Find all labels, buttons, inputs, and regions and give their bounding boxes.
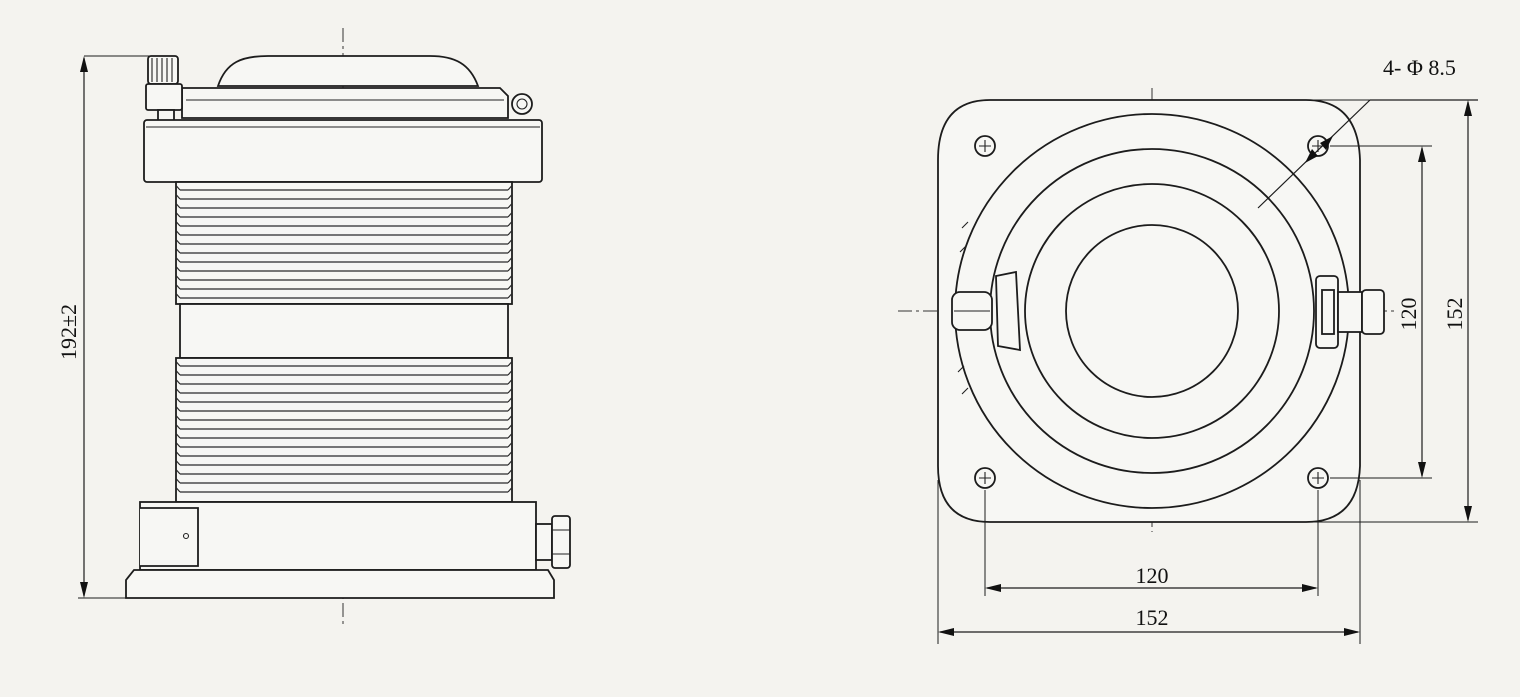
lens-rib-notch xyxy=(175,379,513,385)
dome-cap xyxy=(216,55,480,87)
dimension-overall-width: 152 xyxy=(937,480,1361,644)
lens-rib-notch xyxy=(175,266,513,272)
base-housing xyxy=(139,501,537,571)
hole-callout-label: 4- Φ 8.5 xyxy=(1383,55,1456,80)
upper-housing xyxy=(143,119,543,183)
lens-dome xyxy=(1065,224,1239,398)
dimension-overall-height-label: 152 xyxy=(1442,298,1467,331)
middle-band xyxy=(179,303,509,359)
dimension-overall-width-label: 152 xyxy=(1136,605,1169,630)
height-dimension-label: 192±2 xyxy=(56,304,81,360)
left-clamp xyxy=(951,221,1021,395)
lens-rib-notch xyxy=(175,284,513,290)
mounting-hole-top-left xyxy=(974,135,996,157)
lower-lens xyxy=(175,357,513,503)
dimension-hole-spacing-horizontal: 120 xyxy=(984,490,1319,596)
lens-rib-notch xyxy=(175,257,513,263)
lens-rib-notch xyxy=(175,487,513,493)
lens-rib-notch xyxy=(175,370,513,376)
mounting-hole-bottom-right xyxy=(1307,467,1329,489)
dimension-hole-spacing-vertical-label: 120 xyxy=(1396,298,1421,331)
height-dimension: 192±2 xyxy=(56,55,150,599)
junction-plate xyxy=(140,507,199,567)
mounting-hole-bottom-left xyxy=(974,467,996,489)
dimension-overall-height: 152 xyxy=(1306,99,1478,523)
inner-ring xyxy=(1024,183,1280,439)
lens-rib-notch xyxy=(175,185,513,191)
lens-rib-notch xyxy=(175,433,513,439)
lens-rib-notch xyxy=(175,212,513,218)
lens-rib-notch xyxy=(175,293,513,299)
lens-rib-notch xyxy=(175,248,513,254)
side-view: 192±2 xyxy=(56,28,571,628)
lens-rib-notch xyxy=(175,388,513,394)
lens-rib-notch xyxy=(175,469,513,475)
lens-rib-notch xyxy=(175,442,513,448)
dimension-hole-spacing-horizontal-label: 120 xyxy=(1136,563,1169,588)
lid-plate xyxy=(181,87,509,119)
lens-rib-notch xyxy=(175,194,513,200)
dimension-hole-spacing-vertical: 120 xyxy=(1330,145,1432,479)
right-connector xyxy=(1315,275,1385,349)
lens-rib-notch xyxy=(175,451,513,457)
lens-rib-notch xyxy=(175,275,513,281)
lens-rib-notch xyxy=(175,397,513,403)
base-cable-gland xyxy=(535,515,571,569)
lens-rib-notch xyxy=(175,239,513,245)
lens-rib-notch xyxy=(175,361,513,367)
lens-rib-notch xyxy=(175,221,513,227)
lens-rib-notch xyxy=(175,424,513,430)
lens-rib-notch xyxy=(175,460,513,466)
lens-rib-notch xyxy=(175,230,513,236)
lens-rib-notch xyxy=(175,406,513,412)
upper-lens xyxy=(175,181,513,305)
lid-latch xyxy=(511,93,533,115)
lens-rib-notch xyxy=(175,415,513,421)
lens-rib-notch xyxy=(175,203,513,209)
plan-view: 4- Φ 8.5 120 152 120 xyxy=(898,55,1478,644)
top-cable-gland xyxy=(145,55,183,123)
base-flange xyxy=(125,569,555,599)
lens-rib-notch xyxy=(175,478,513,484)
